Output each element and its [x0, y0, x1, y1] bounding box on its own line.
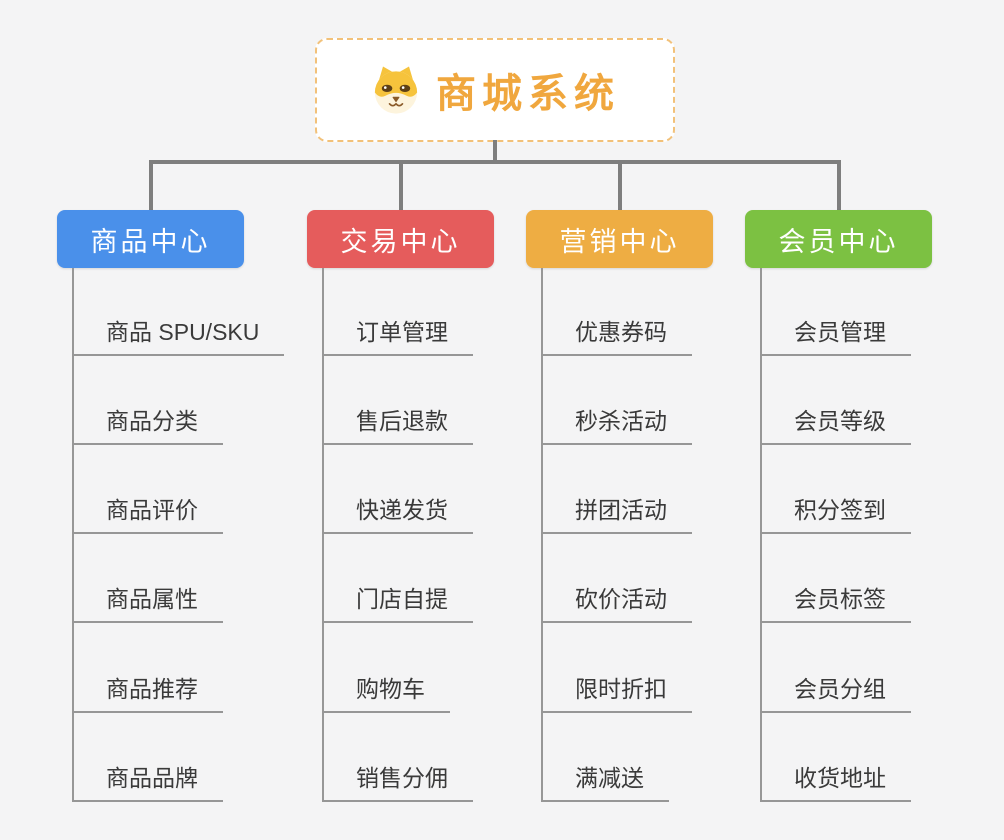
child-node[interactable]: 优惠券码 [541, 318, 692, 356]
child-node[interactable]: 商品品牌 [72, 764, 223, 802]
branch-drop-line [399, 160, 403, 210]
child-node[interactable]: 会员等级 [760, 407, 911, 445]
child-node[interactable]: 购物车 [322, 675, 450, 713]
child-node[interactable]: 会员分组 [760, 675, 911, 713]
child-node[interactable]: 商品属性 [72, 585, 223, 623]
child-trunk-line [72, 268, 74, 801]
child-trunk-line [322, 268, 324, 801]
child-node[interactable]: 满减送 [541, 764, 669, 802]
child-node[interactable]: 售后退款 [322, 407, 473, 445]
branch-drop-line [618, 160, 622, 210]
child-node[interactable]: 商品推荐 [72, 675, 223, 713]
branch-node-member-center[interactable]: 会员中心 [745, 210, 932, 268]
branch-node-trade-center[interactable]: 交易中心 [307, 210, 494, 268]
root-connector-line [493, 140, 497, 162]
child-node[interactable]: 会员管理 [760, 318, 911, 356]
branch-drop-line [837, 160, 841, 210]
child-node[interactable]: 砍价活动 [541, 585, 692, 623]
branch-drop-line [149, 160, 153, 210]
child-node[interactable]: 拼团活动 [541, 496, 692, 534]
child-node[interactable]: 订单管理 [322, 318, 473, 356]
dog-face-icon [374, 66, 418, 114]
child-trunk-line [541, 268, 543, 801]
child-node[interactable]: 会员标签 [760, 585, 911, 623]
child-node[interactable]: 销售分佣 [322, 764, 473, 802]
branch-node-product-center[interactable]: 商品中心 [57, 210, 244, 268]
child-node[interactable]: 商品评价 [72, 496, 223, 534]
child-node[interactable]: 门店自提 [322, 585, 473, 623]
child-node[interactable]: 积分签到 [760, 496, 911, 534]
child-node[interactable]: 限时折扣 [541, 675, 692, 713]
branch-bus-line [149, 160, 841, 164]
child-trunk-line [760, 268, 762, 801]
child-node[interactable]: 快递发货 [322, 496, 473, 534]
child-node[interactable]: 秒杀活动 [541, 407, 692, 445]
branch-node-marketing-center[interactable]: 营销中心 [526, 210, 713, 268]
child-node[interactable]: 收货地址 [760, 764, 911, 802]
child-node[interactable]: 商品分类 [72, 407, 223, 445]
root-title: 商城系统 [436, 72, 620, 116]
child-node[interactable]: 商品 SPU/SKU [72, 318, 285, 356]
root-node[interactable]: 商城系统 [315, 38, 675, 142]
